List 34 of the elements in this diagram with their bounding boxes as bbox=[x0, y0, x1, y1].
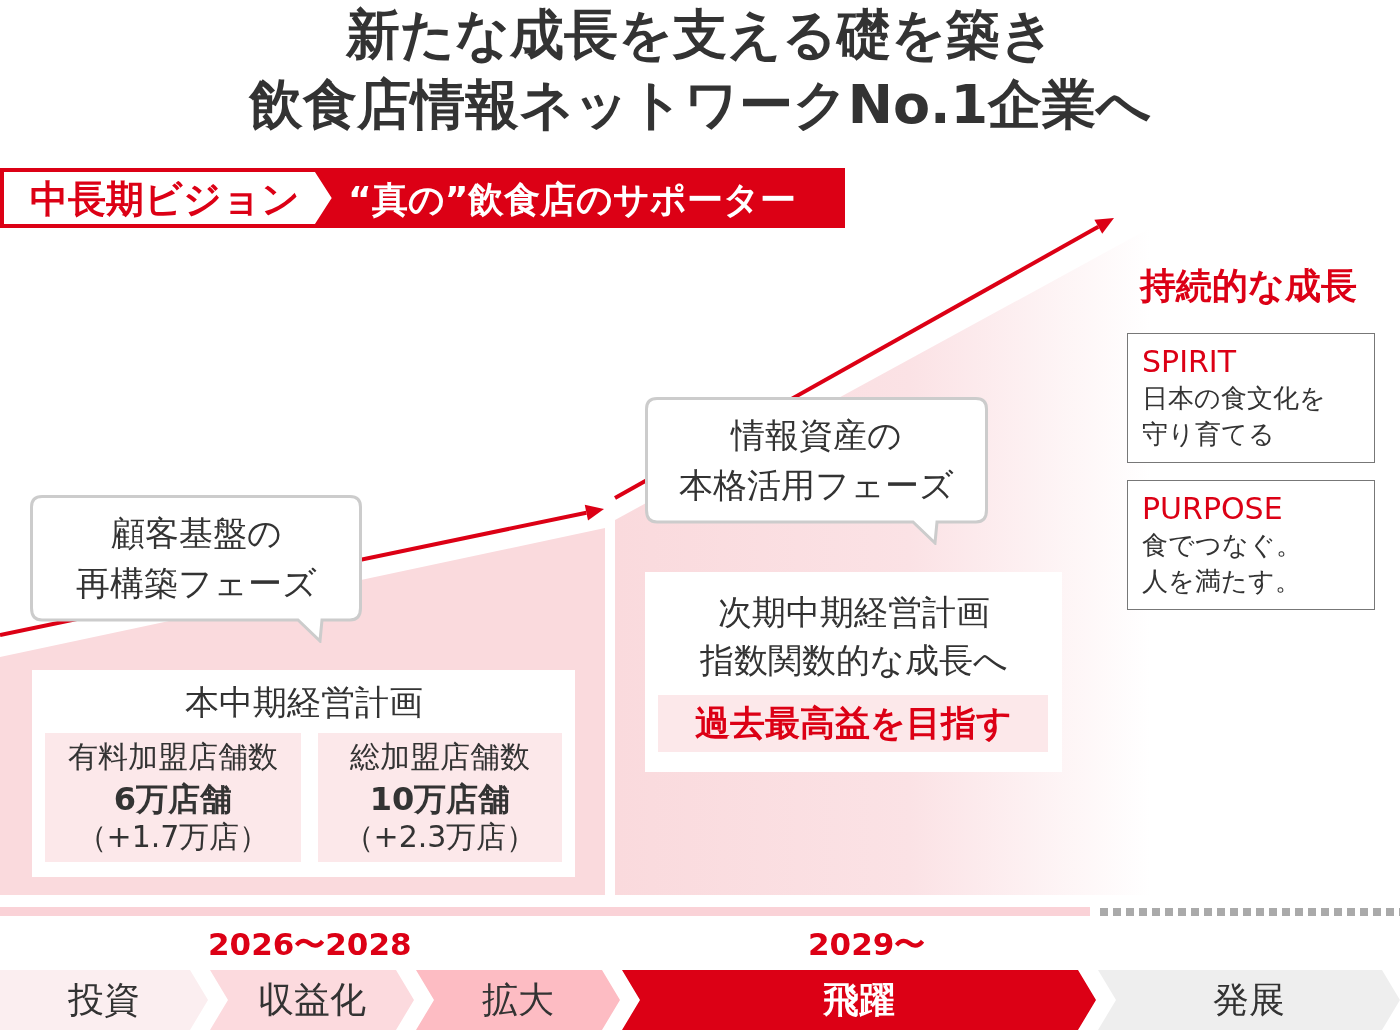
banner-label: “真の”飲食店のサポーター bbox=[348, 178, 797, 222]
stat-label: 有料加盟店舗数 bbox=[67, 738, 279, 776]
card-heading: PURPOSE bbox=[1142, 491, 1283, 527]
banner-label: 中長期ビジョン bbox=[30, 176, 300, 223]
card-text: 食でつなぐ。人を満たす。 bbox=[1142, 529, 1303, 598]
panel-heading: 次期中期経営計画指数関数的な成長へ bbox=[698, 591, 1009, 682]
phase-label: 飛躍 bbox=[822, 978, 896, 1022]
plan-panel bbox=[32, 670, 575, 877]
vision-banner bbox=[336, 168, 845, 228]
value-card bbox=[1127, 480, 1375, 610]
stat-value: 10万店舗 bbox=[368, 779, 512, 819]
panel-heading: 本中期経営計画 bbox=[183, 681, 424, 724]
card-heading: SPIRIT bbox=[1142, 344, 1236, 380]
title: 新たな成長を支える礎を築き飲食店情報ネットワークNo.1企業へ bbox=[247, 2, 1153, 138]
phase-label: 投資 bbox=[67, 978, 141, 1022]
speech-bubble bbox=[30, 495, 362, 643]
phase-label: 発展 bbox=[1212, 978, 1286, 1022]
goal-text: 過去最高益を目指す bbox=[693, 702, 1013, 745]
phase-label: 収益化 bbox=[257, 978, 367, 1022]
section-heading: 持続的な成長 bbox=[1140, 264, 1357, 308]
phase-label: 拡大 bbox=[481, 978, 555, 1022]
speech-bubble bbox=[645, 397, 988, 545]
stat-change: （+1.7万店） bbox=[75, 818, 271, 856]
period-label: 2026〜2028 bbox=[208, 925, 412, 964]
card-text: 日本の食文化を守り育てる bbox=[1142, 382, 1327, 451]
stat-value: 6万店舗 bbox=[112, 779, 234, 819]
stat-change: （+2.3万店） bbox=[342, 818, 538, 856]
phase-text: 顧客基盤の再構築フェーズ bbox=[74, 511, 318, 605]
stat-label: 総加盟店舗数 bbox=[349, 738, 531, 776]
period-label: 2029〜 bbox=[808, 925, 926, 964]
vision-tag bbox=[0, 168, 336, 228]
plan-panel bbox=[645, 572, 1062, 772]
value-card bbox=[1127, 333, 1375, 463]
phase-text: 情報資産の本格活用フェーズ bbox=[678, 413, 955, 507]
